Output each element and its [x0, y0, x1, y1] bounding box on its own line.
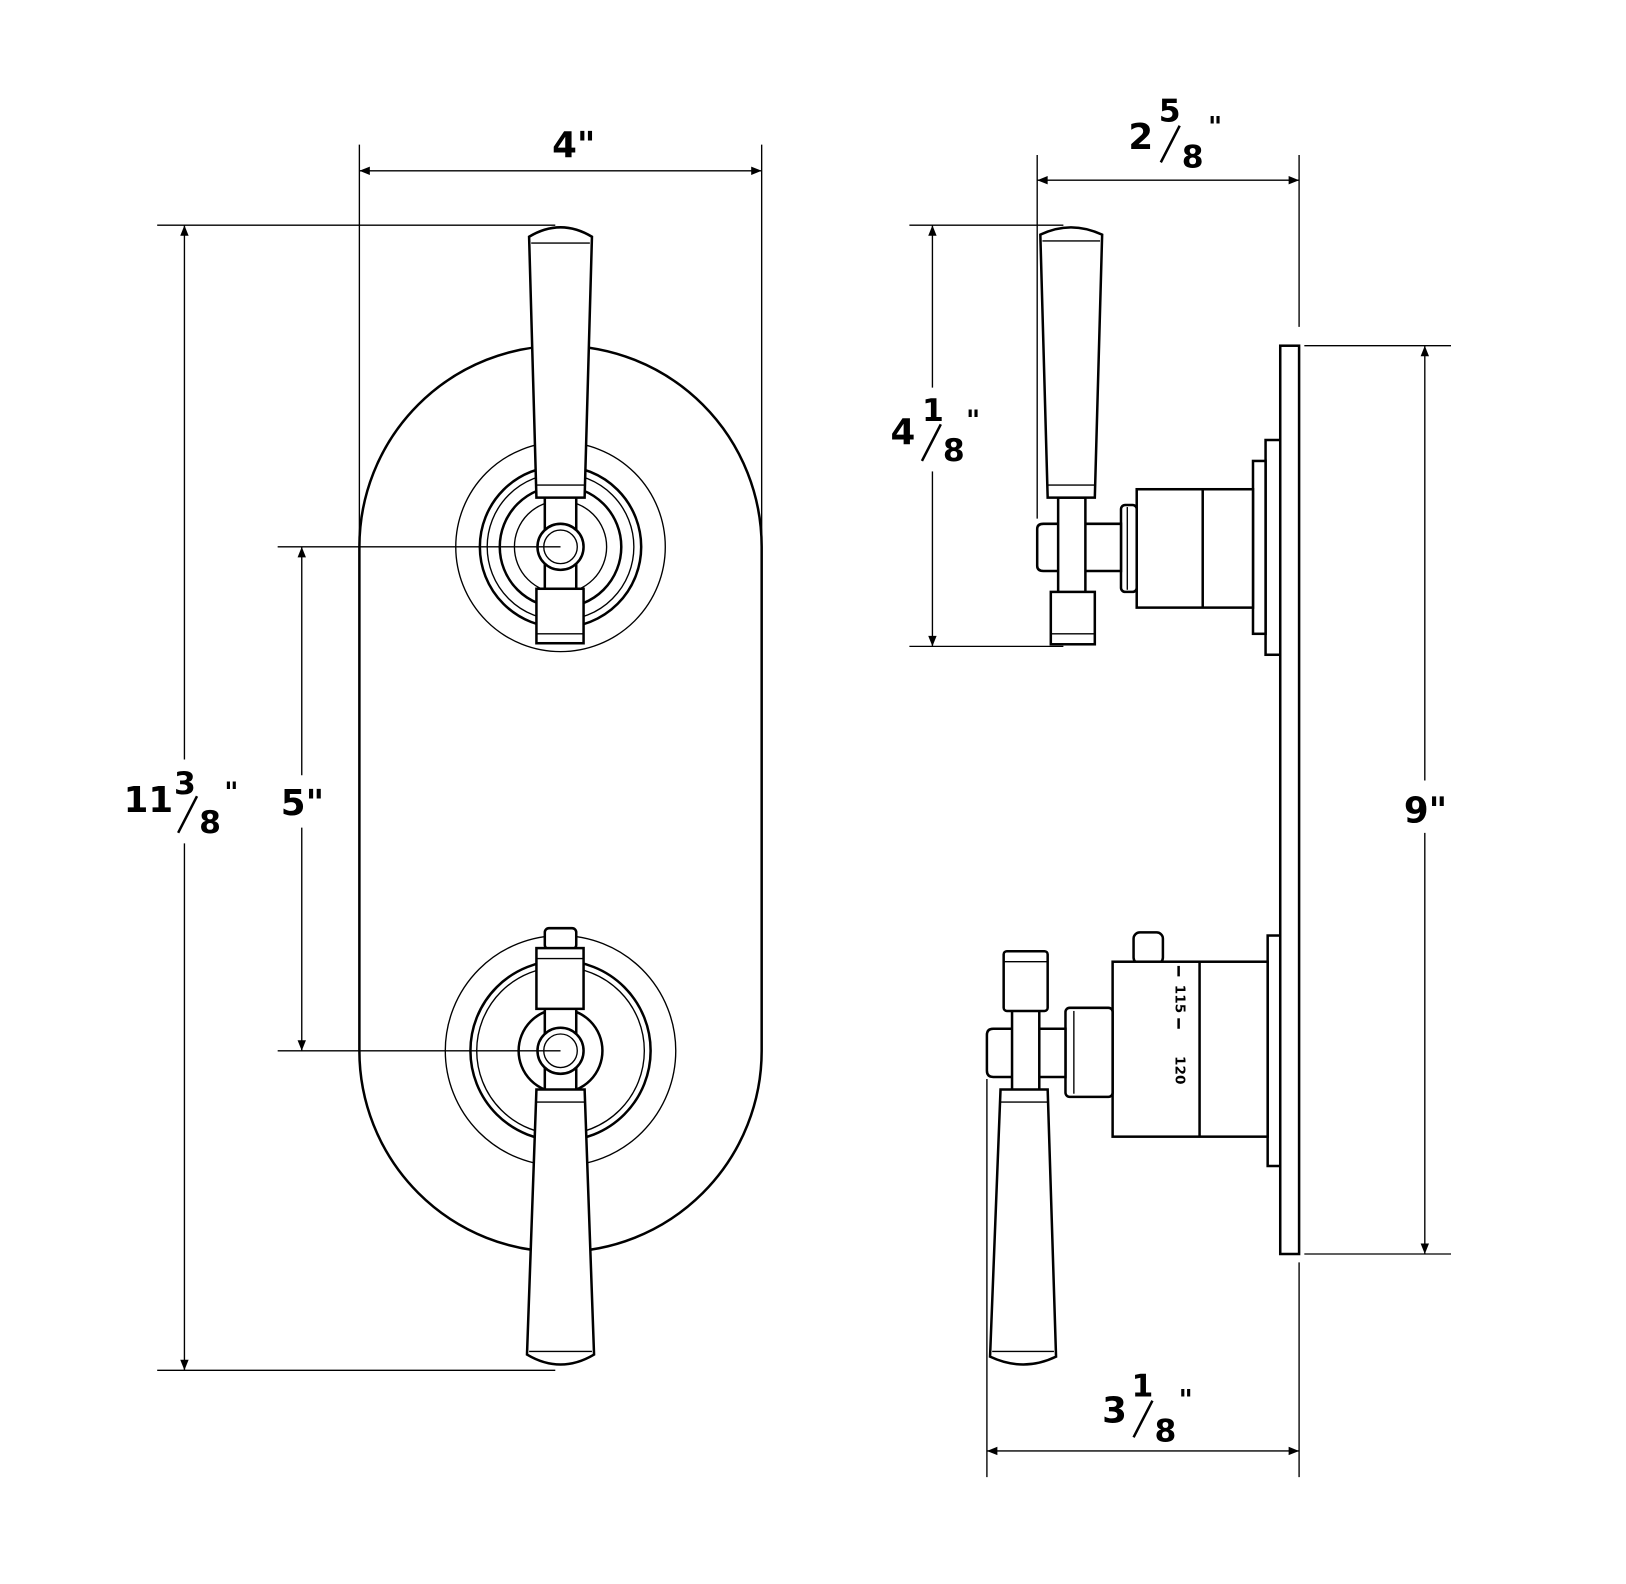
center-spacing-value: 5: [281, 783, 306, 824]
dimension-lever-height: 4 1 8 ": [885, 224, 1064, 648]
wall-plate-side: [1278, 344, 1301, 1256]
svg-text:9": 9": [1404, 790, 1447, 831]
trim-plate: [358, 344, 763, 1254]
svg-text:4: 4: [891, 412, 916, 453]
side-view: 115 120 2 5 8 ": [885, 94, 1451, 1478]
svg-text:3: 3: [174, 766, 196, 802]
thermostat-scale: 115 120: [1171, 965, 1187, 1084]
svg-text:1: 1: [922, 393, 944, 429]
svg-text:2: 2: [1128, 117, 1153, 158]
svg-text:": ": [1208, 112, 1222, 143]
scale-mark-115: 115: [1171, 985, 1187, 1013]
svg-text:1: 1: [1131, 1368, 1153, 1404]
width-value: 4: [552, 125, 577, 166]
svg-text:8: 8: [1155, 1414, 1177, 1450]
svg-text:": ": [224, 777, 238, 808]
svg-text:8: 8: [943, 433, 965, 469]
dimension-lower-depth: 3 1 8 ": [986, 1079, 1300, 1478]
scale-mark-120: 120: [1171, 1056, 1187, 1084]
upper-valve-front: [455, 226, 666, 653]
dimension-width: 4": [358, 125, 763, 545]
lower-valve-side: 115 120: [985, 931, 1282, 1366]
svg-text:": ": [1179, 1385, 1193, 1416]
svg-text:5: 5: [1159, 94, 1181, 130]
svg-text:4": 4": [552, 125, 595, 166]
lower-valve-front: [444, 926, 677, 1366]
overall-height-whole: 11: [124, 780, 174, 821]
dimension-center-spacing: 5": [277, 546, 561, 1052]
svg-text:8: 8: [199, 805, 221, 841]
dimension-upper-depth: 2 5 8 ": [1036, 94, 1300, 519]
front-view: 4" 11 3 8 " 5": [124, 125, 763, 1371]
dimension-plate-height: 9": [1304, 345, 1451, 1255]
svg-text:5": 5": [281, 783, 324, 824]
dimension-overall-height: 11 3 8 ": [124, 224, 556, 1371]
svg-text:": ": [966, 406, 980, 437]
svg-text:8: 8: [1182, 140, 1204, 176]
svg-text:3: 3: [1102, 1391, 1127, 1432]
upper-valve-side: [1035, 226, 1282, 657]
plate-height-value: 9: [1404, 790, 1429, 831]
